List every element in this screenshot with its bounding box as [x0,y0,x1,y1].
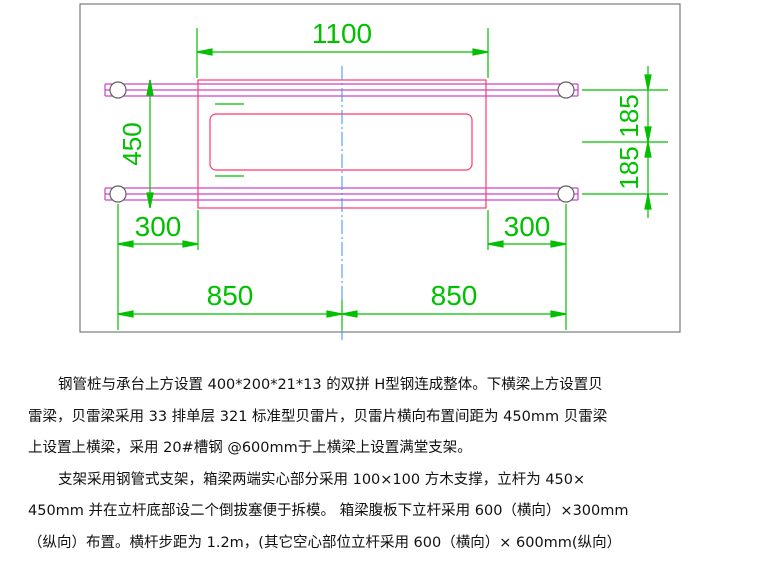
text-line: 上设置上横梁，采用 20#槽钢 @600mm于上横梁上设置满堂支架。 [28,440,472,456]
dim-left-label: 450 [117,122,147,165]
dim-top-label: 1100 [312,18,372,49]
pile-top-left [109,81,127,99]
text-line: （纵向）布置。横杆步距为 1.2m，(其它空心部位立杆采用 600（横向）× 6… [28,534,622,551]
dim-right-top-label: 185 [614,94,644,137]
pile-top-right [557,81,575,99]
dim-right [582,66,668,218]
dim-bottom-left-label: 850 [207,280,254,311]
text-line: 钢管桩与承台上方设置 400*200*21*13 的双拼 H型钢连成整体。下横梁… [58,377,603,393]
dim-bottom-right-label: 850 [431,280,478,311]
text-line: 450mm 并在立杆底部设二个倒拔塞便于拆模。 箱梁腹板下立杆采用 600（横向… [28,503,629,519]
pile-bottom-left [109,185,127,203]
dim-right-overhang-label: 300 [504,211,551,242]
paragraph-1: 钢管桩与承台上方设置 400*200*21*13 的双拼 H型钢连成整体。下横梁… [28,370,748,465]
cad-drawing: 1100 450 185 185 300 300 [79,3,681,340]
dim-right-bottom-label: 185 [614,146,644,189]
dim-top [196,28,489,78]
dim-left-overhang-label: 300 [135,211,182,242]
paragraph-2: 支架采用钢管式支架，箱梁两端实心部分采用 100×100 方木支撑，立杆为 45… [28,465,748,560]
dim-right-overhang [487,204,567,250]
dim-left-overhang [117,204,199,250]
dim-left [146,79,154,209]
cap-void [209,113,473,171]
pile-bottom-right [557,185,575,203]
dim-bottom [117,250,567,330]
drawing-frame [79,3,681,333]
text-line: 支架采用钢管式支架，箱梁两端实心部分采用 100×100 方木支撑，立杆为 45… [58,471,586,488]
text-line: 雷梁，贝雷梁采用 33 排单层 321 标准型贝雷片，贝雷片横向布置间距为 45… [28,408,608,425]
description-text: 钢管桩与承台上方设置 400*200*21*13 的双拼 H型钢连成整体。下横梁… [28,370,748,559]
